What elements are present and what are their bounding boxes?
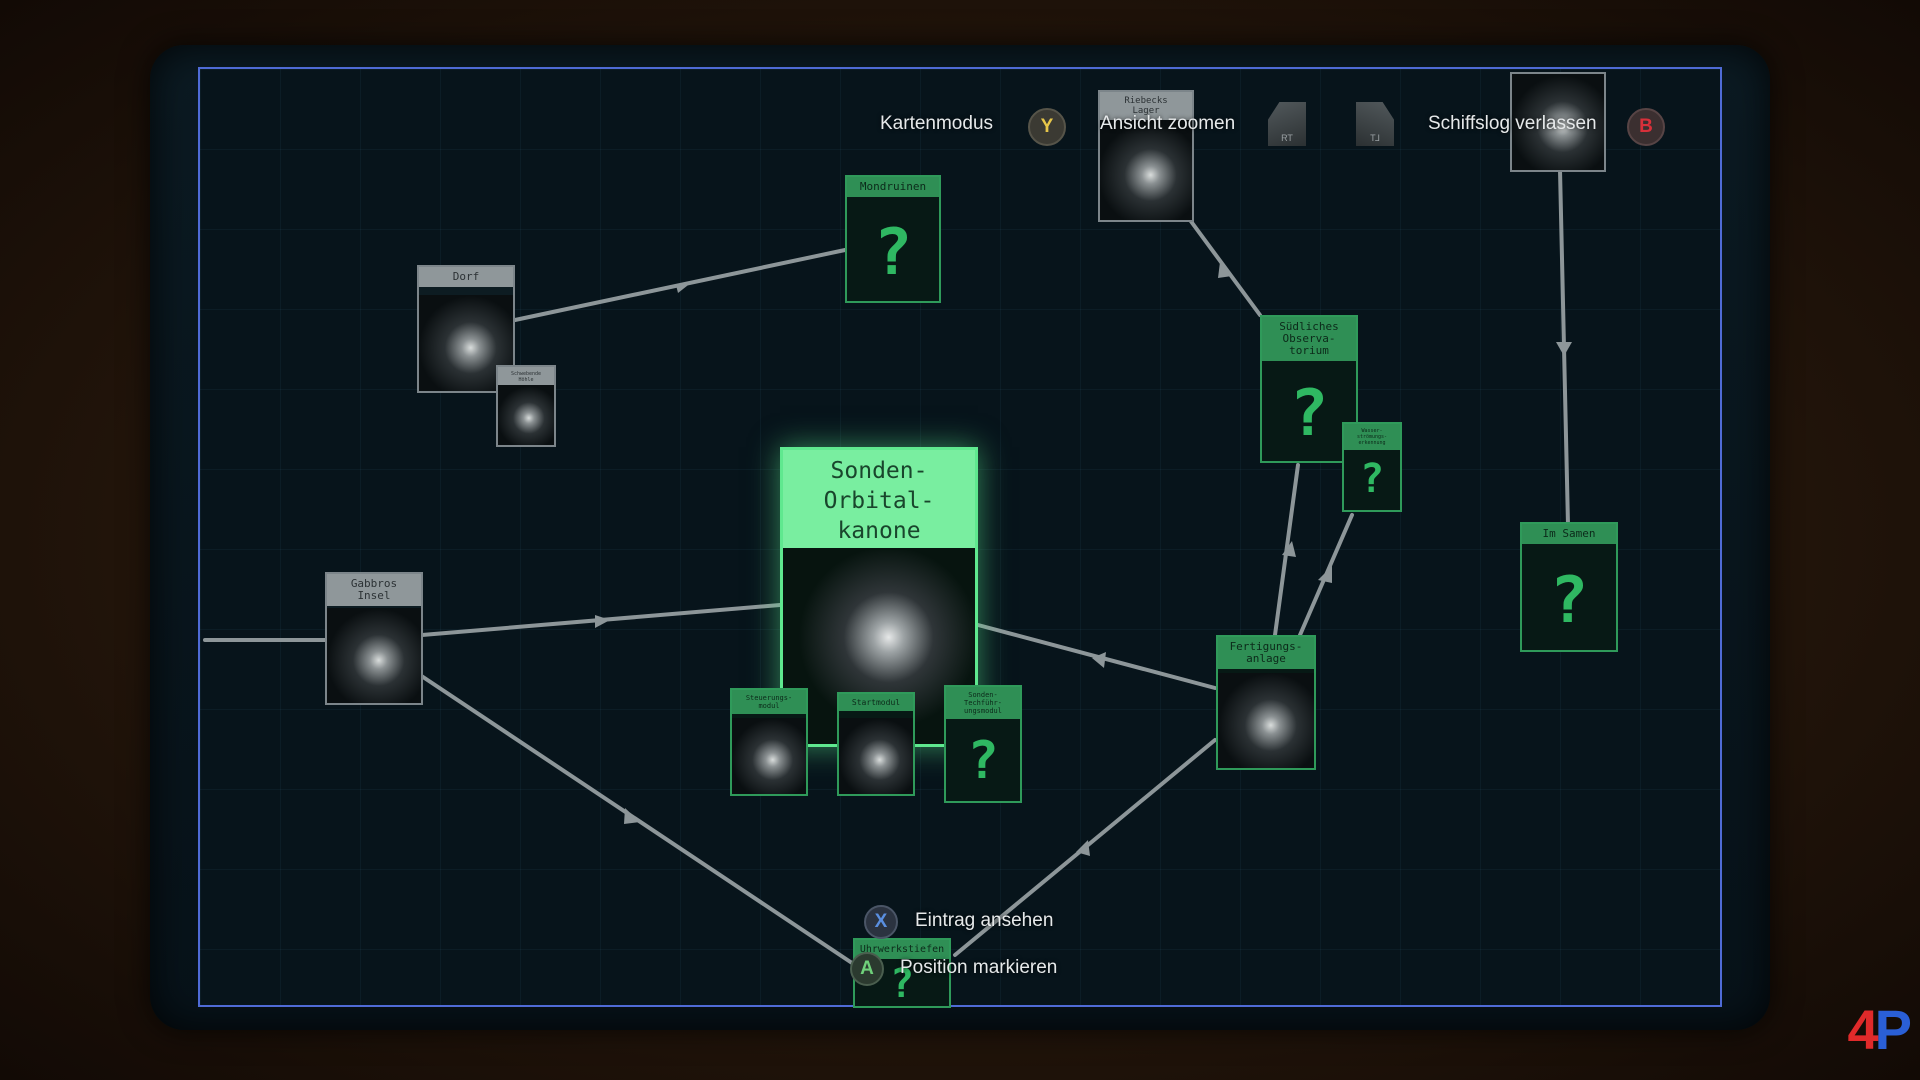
node-label: Uhrwerkstiefen: [855, 940, 949, 959]
node-image: [732, 718, 806, 794]
node-suedliches-observatorium[interactable]: Südliches Observa- torium ?: [1260, 315, 1358, 463]
node-top-right: [1510, 72, 1606, 172]
node-label: Steuerungs- modul: [732, 690, 806, 714]
y-button-icon[interactable]: Y: [1028, 108, 1066, 146]
node-steuerungsmodul[interactable]: Steuerungs- modul: [730, 688, 808, 796]
node-image: [1218, 673, 1314, 768]
watermark-logo: 4P: [1847, 998, 1912, 1061]
node-image: [498, 385, 554, 445]
node-schwebende-hoehle[interactable]: Schwebende Höhle: [496, 365, 556, 447]
node-label: Fertigungs- anlage: [1218, 637, 1314, 669]
node-gabbros-insel[interactable]: Gabbros Insel: [325, 572, 423, 705]
node-dorf[interactable]: Dorf: [417, 265, 515, 393]
node-startmodul[interactable]: Startmodul: [837, 692, 915, 796]
mark-position-label: Position markieren: [900, 957, 1058, 978]
question-mark: ?: [889, 961, 915, 1007]
node-label: Mondruinen: [847, 177, 939, 197]
question-mark: ?: [1359, 456, 1385, 502]
node-riebecks-lager[interactable]: Riebecks Lager: [1098, 90, 1194, 222]
node-image: [839, 718, 913, 794]
node-label: Gabbros Insel: [327, 574, 421, 606]
node-wasserstroemung[interactable]: Wasser- strömungs- erkennung ?: [1342, 422, 1402, 512]
node-sonden-tracking[interactable]: Sonden- Techführ- ungsmodul ?: [944, 685, 1022, 803]
focus-node-label: Sonden- Orbital- kanone: [783, 450, 975, 548]
node-image: [1512, 74, 1604, 170]
node-im-samen[interactable]: Im Samen ?: [1520, 522, 1618, 652]
node-label: Wasser- strömungs- erkennung: [1344, 424, 1400, 450]
view-entry-label: Eintrag ansehen: [915, 910, 1054, 931]
zoom-label: Ansicht zoomen: [1100, 113, 1236, 134]
question-mark: ?: [1289, 377, 1329, 451]
node-image: [1100, 120, 1192, 220]
question-mark: ?: [873, 216, 913, 290]
map-mode-label: Kartenmodus: [880, 113, 994, 134]
x-button-icon[interactable]: X: [864, 905, 898, 939]
node-fertigungsanlage[interactable]: Fertigungs- anlage: [1216, 635, 1316, 770]
node-label: Schwebende Höhle: [498, 367, 554, 387]
node-image: [327, 608, 421, 703]
node-label: Südliches Observa- torium: [1262, 317, 1356, 361]
node-label: Dorf: [419, 267, 513, 287]
b-button-icon[interactable]: B: [1627, 108, 1665, 146]
node-label: Startmodul: [839, 694, 913, 711]
node-label: Sonden- Techführ- ungsmodul: [946, 687, 1020, 719]
a-button-icon[interactable]: A: [850, 952, 884, 986]
node-mondruinen[interactable]: Mondruinen ?: [845, 175, 941, 303]
exit-label: Schiffslog verlassen: [1428, 113, 1597, 134]
node-label: Riebecks Lager: [1100, 92, 1192, 120]
question-mark: ?: [967, 731, 999, 791]
node-label: Im Samen: [1522, 524, 1616, 544]
question-mark: ?: [1549, 564, 1589, 638]
